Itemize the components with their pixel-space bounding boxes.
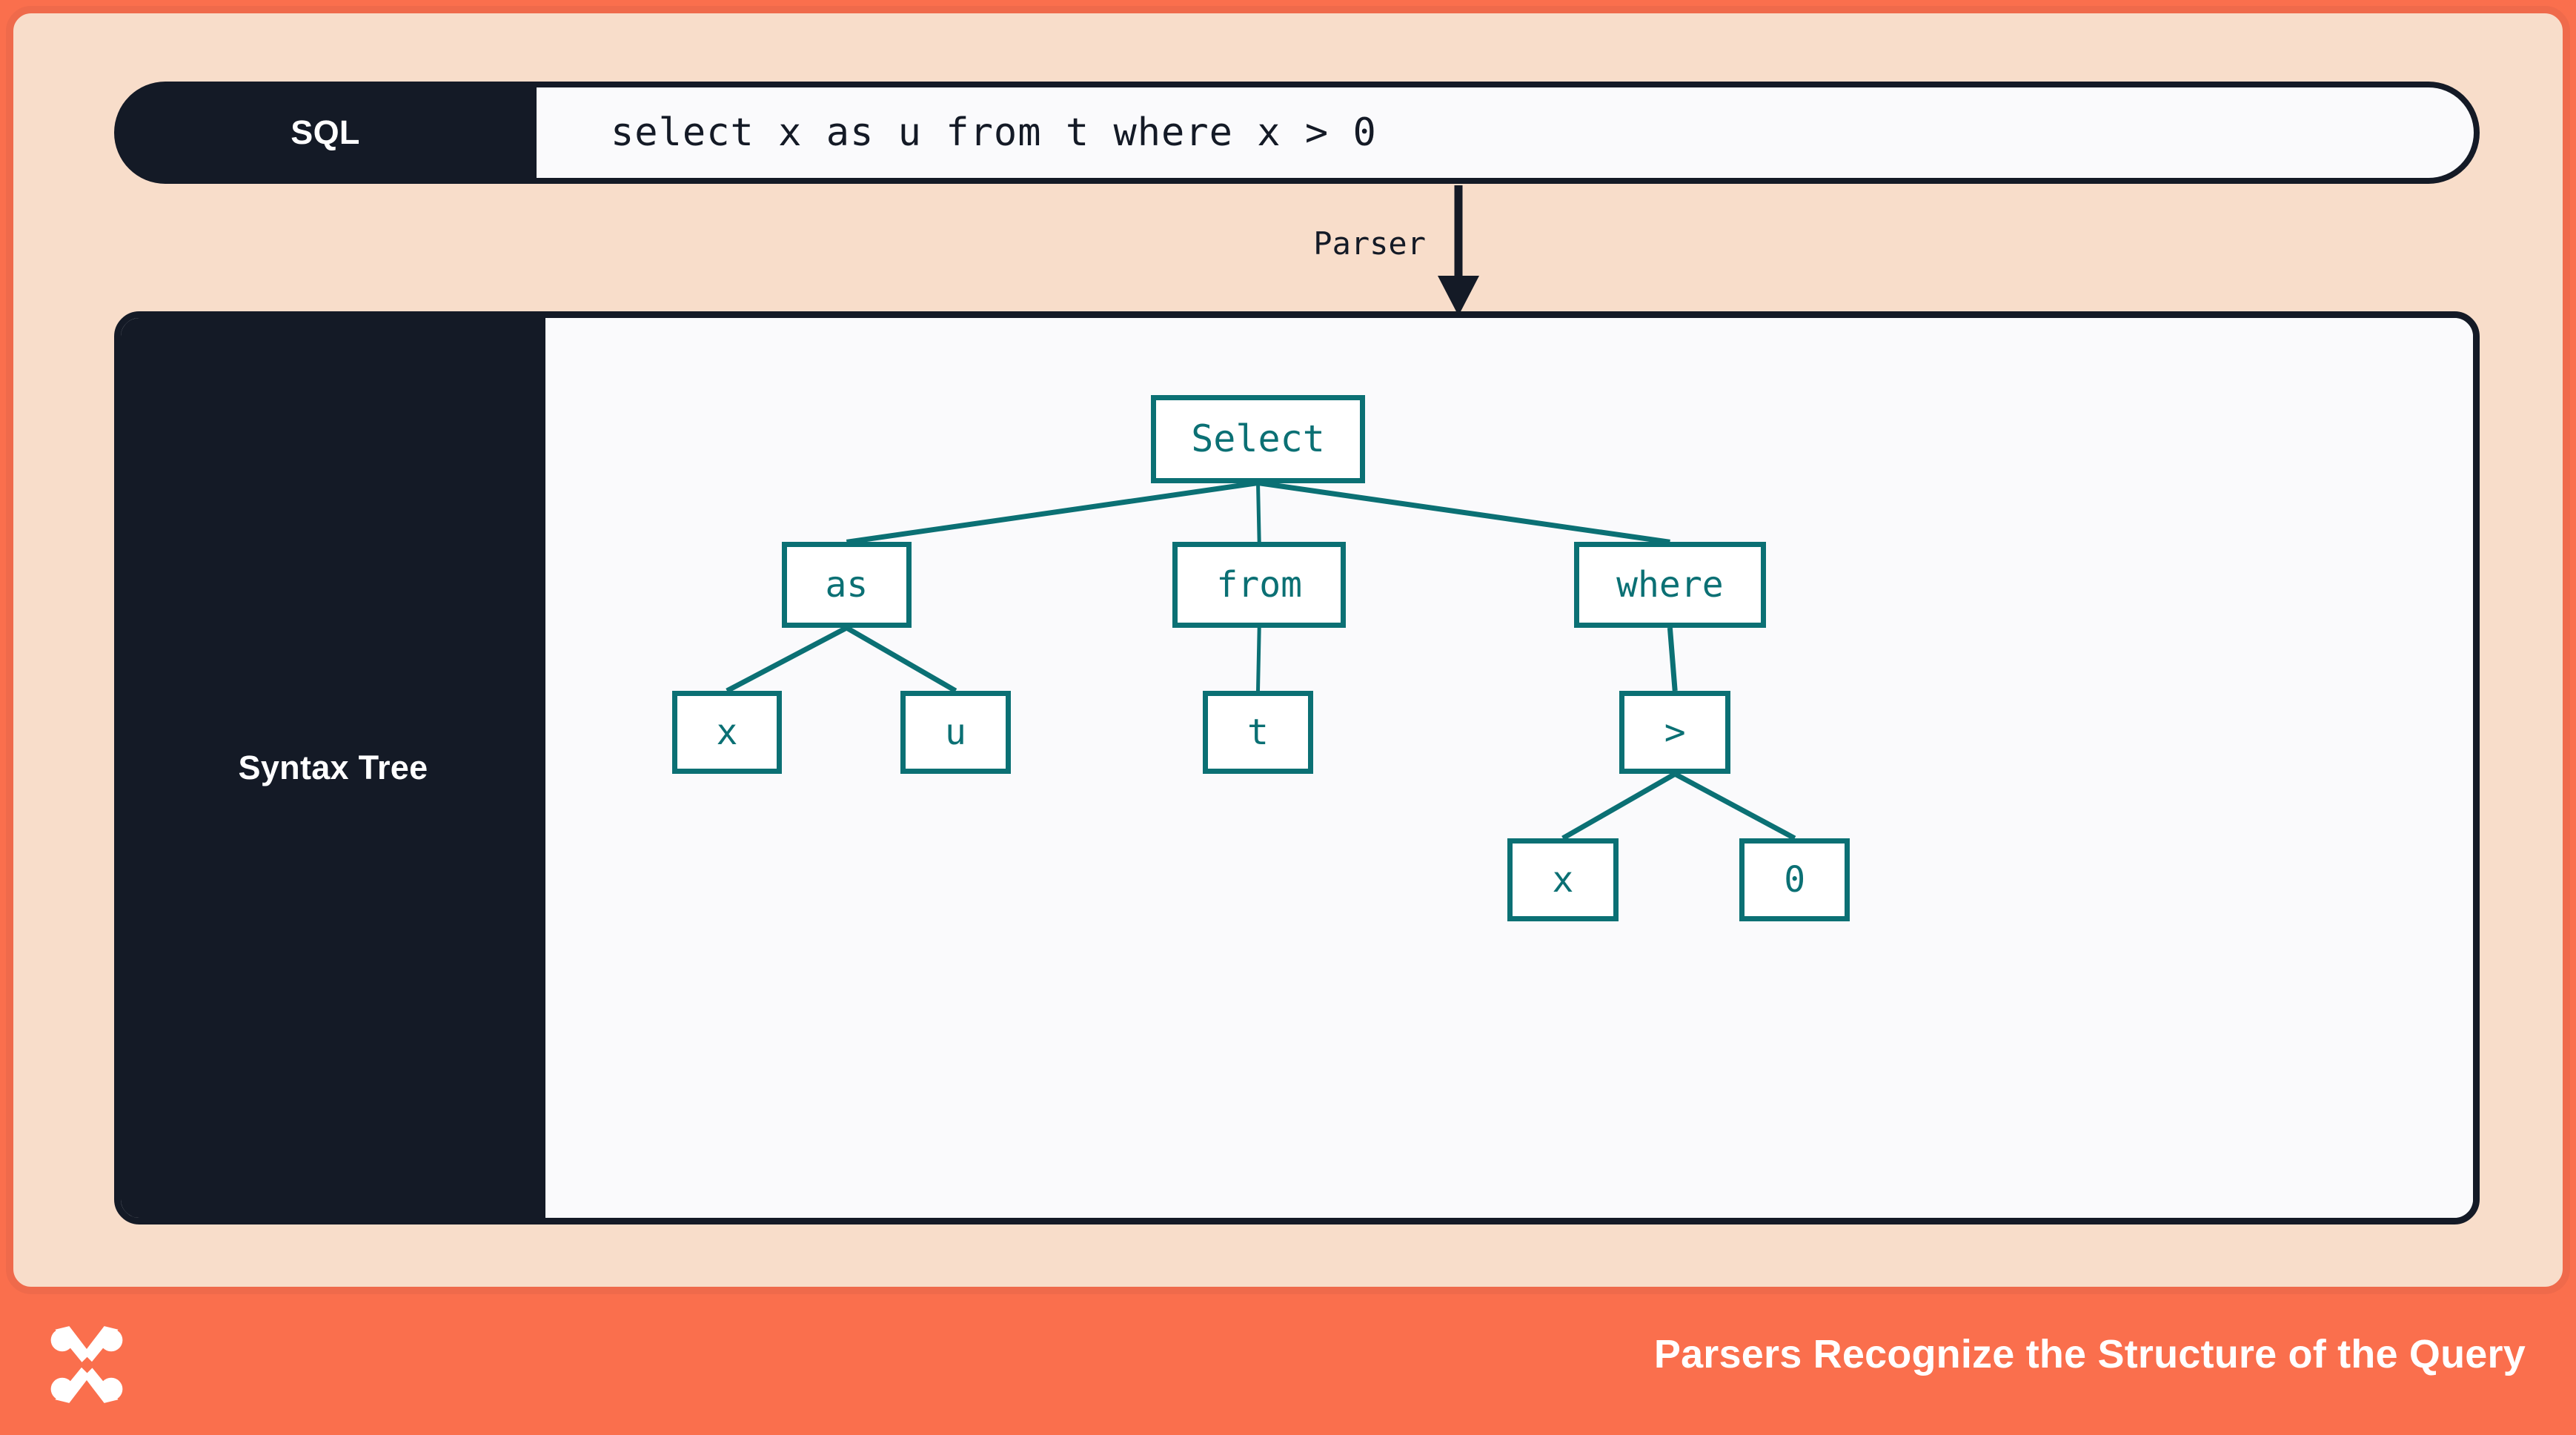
tree-node-select[interactable]: Select [1151, 394, 1365, 483]
tree-edge-as-u [845, 625, 957, 694]
tree-edge-select-as [846, 480, 1258, 545]
tree-node-t[interactable]: t [1202, 691, 1314, 775]
tree-node-label: t [1247, 712, 1269, 754]
tree-edge-select-where [1258, 480, 1670, 545]
tree-node-from[interactable]: from [1172, 542, 1347, 628]
tree-edge-gt-x2 [1561, 772, 1676, 841]
tree-edge-layer [726, 480, 1796, 841]
tree-node-label: u [945, 712, 966, 754]
tree-node-label: as [825, 564, 869, 606]
tree-node-u[interactable]: u [900, 691, 1012, 775]
tree-edge-select-from [1256, 483, 1261, 543]
tree-node-x2[interactable]: x [1507, 838, 1619, 922]
tree-node-zero[interactable]: 0 [1739, 838, 1850, 922]
x-mark-logo [50, 1326, 123, 1403]
tree-node-label: x [1552, 858, 1574, 901]
syntax-tree-canvas: Select as from where x u t > x 0 [545, 318, 2473, 1218]
tree-edge-where-gt [1667, 627, 1678, 692]
tree-node-label: > [1664, 712, 1686, 754]
syntax-tree-sidebar-label: Syntax Tree [238, 749, 428, 786]
tree-node-gt[interactable]: > [1619, 691, 1730, 775]
tree-edge-as-x1 [726, 625, 849, 694]
tree-node-where[interactable]: where [1574, 542, 1766, 628]
syntax-tree-panel: Syntax Tree Select as from where x u t > x 0 [114, 311, 2480, 1224]
parser-transition: Parser [1273, 185, 1644, 317]
sql-row: SQL select x as u from t where x > 0 [114, 82, 2480, 184]
footer-bar: Parsers Recognize the Structure of the Q… [0, 1294, 2576, 1435]
tree-node-as[interactable]: as [781, 542, 912, 628]
footer-caption: Parsers Recognize the Structure of the Q… [1653, 1332, 2526, 1376]
tree-node-label: x [716, 712, 738, 754]
content-card: SQL select x as u from t where x > 0 Par… [6, 6, 2570, 1294]
tree-node-label: 0 [1784, 858, 1806, 901]
parser-label: Parser [1313, 225, 1426, 262]
sql-label: SQL [114, 82, 537, 184]
sql-label-text: SQL [291, 113, 360, 151]
tree-edge-from-t [1256, 627, 1261, 692]
tree-edge-gt-zero [1673, 772, 1796, 841]
sql-query-field[interactable]: select x as u from t where x > 0 [537, 82, 2480, 184]
tree-node-x1[interactable]: x [672, 691, 782, 775]
tree-node-label: Select [1191, 417, 1325, 460]
sql-query-text: select x as u from t where x > 0 [611, 110, 1377, 155]
tree-node-label: from [1216, 564, 1302, 606]
syntax-tree-sidebar: Syntax Tree [121, 318, 545, 1218]
arrow-down-icon [1438, 185, 1479, 316]
tree-node-label: where [1616, 564, 1724, 606]
